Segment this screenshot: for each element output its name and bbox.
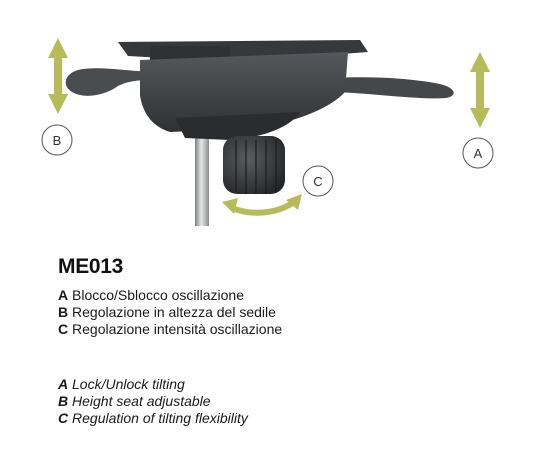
svg-text:B: B (53, 133, 62, 148)
callout-a: A (462, 137, 494, 169)
legend-item-it-a: A Blocco/Sblocco oscillazione (58, 287, 244, 303)
legend-item-en-c: C Regulation of tilting flexibility (58, 410, 248, 426)
left-lever (65, 68, 155, 96)
italian-legend: A Blocco/Sblocco oscillazione B Regolazi… (58, 287, 282, 338)
legend-item-it-c: C Regolazione intensità oscillazione (58, 321, 283, 337)
gas-lift-column (195, 118, 209, 226)
english-legend: A Lock/Unlock tilting B Height seat adju… (58, 376, 248, 427)
legend-item-it-b: B Regolazione in altezza del sedile (58, 304, 276, 320)
mechanism-underside (175, 112, 300, 140)
tension-knob (223, 136, 285, 194)
callout-c: C (302, 165, 334, 197)
height-arrow-b (48, 38, 68, 114)
product-code: ME013 (58, 255, 124, 278)
svg-text:C: C (313, 174, 322, 189)
product-illustration: B A C (41, 38, 494, 226)
svg-text:A: A (474, 146, 483, 161)
mechanism-body (140, 52, 348, 132)
legend-item-en-b: B Height seat adjustable (58, 393, 211, 409)
legend-item-en-a: A Lock/Unlock tilting (58, 376, 185, 392)
tilt-lock-arrow-a (470, 52, 490, 128)
right-lever (330, 77, 454, 99)
callout-b: B (41, 124, 73, 156)
tension-arrow-c (222, 194, 302, 216)
